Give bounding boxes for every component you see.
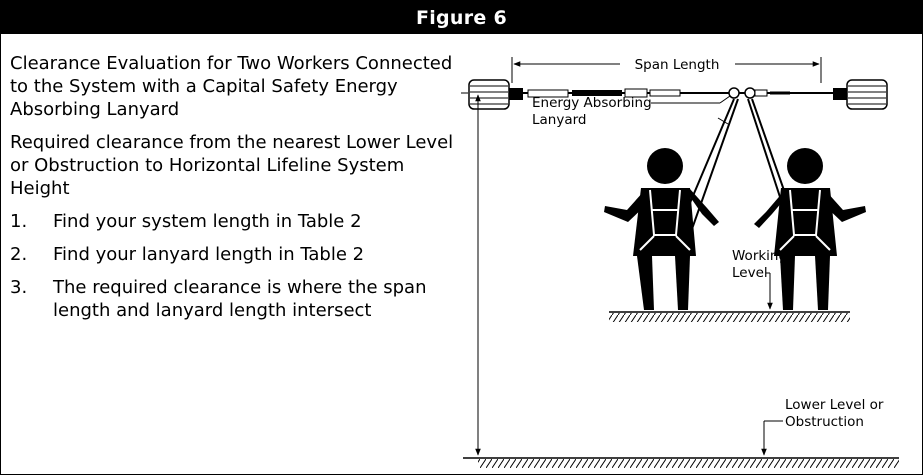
span-length-dimension: Span Length [511,57,822,83]
text-column: Clearance Evaluation for Two Workers Con… [10,52,460,332]
span-length-label: Span Length [635,57,720,73]
list-item: 2. Find your lanyard length in Table 2 [10,243,460,266]
step-text: Find your system length in Table 2 [53,211,362,232]
svg-text:Working: Working [732,248,787,264]
step-number: 1. [10,211,28,232]
horizontal-lifeline [523,87,833,99]
clearance-intro: Required clearance from the nearest Lowe… [10,132,454,199]
clearance-heading: Clearance Evaluation for Two Workers Con… [10,53,453,120]
list-item: 3. The required clearance is where the s… [10,276,460,322]
step-text: The required clearance is where the span… [53,277,427,321]
list-item: 1. Find your system length in Table 2 [10,210,460,233]
energy-absorbing-lanyard-callout: Energy Absorbing Lanyard [532,95,731,128]
worker-left [604,148,719,310]
clearance-dimension [461,92,481,456]
svg-text:Lanyard: Lanyard [532,112,587,128]
working-level: Working Level [609,248,850,322]
svg-text:Obstruction: Obstruction [785,414,864,430]
figure-title: Figure 6 [1,1,922,34]
lower-level: Lower Level or Obstruction [463,397,899,468]
svg-text:Level: Level [732,265,768,281]
step-number: 3. [10,277,28,298]
left-anchor [468,79,523,110]
worker-right [754,148,866,310]
step-number: 2. [10,244,28,265]
steps-list: 1. Find your system length in Table 2 2.… [10,210,460,322]
svg-text:Energy Absorbing: Energy Absorbing [532,95,652,111]
step-text: Find your lanyard length in Table 2 [53,244,365,265]
svg-text:Lower Level or: Lower Level or [785,397,884,413]
right-anchor [833,79,888,110]
